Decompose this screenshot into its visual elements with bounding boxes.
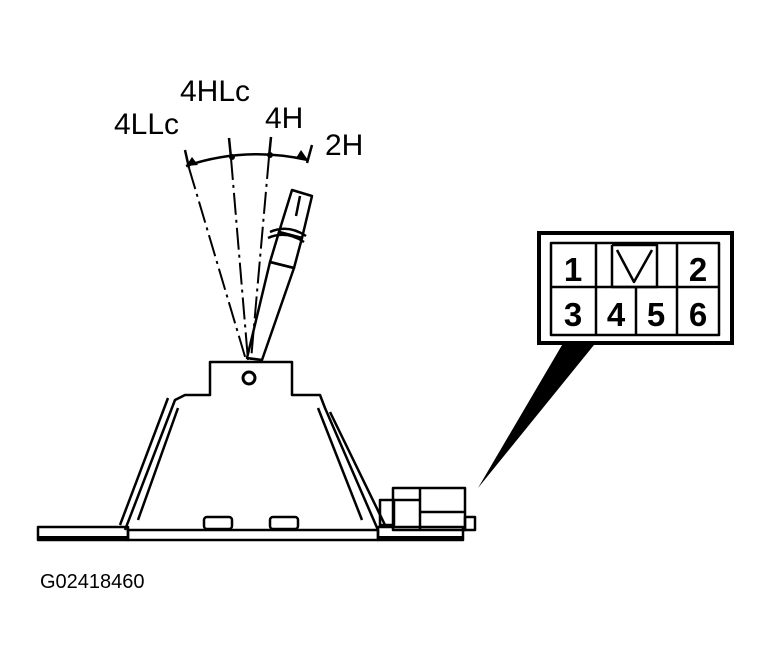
pin-2: 2 <box>689 251 707 288</box>
tick-4h <box>267 136 273 158</box>
connector-callout <box>478 340 598 488</box>
pin-1: 1 <box>564 251 582 288</box>
housing-slot-right <box>268 515 300 531</box>
tick-4hlc <box>227 137 233 159</box>
tick-2h <box>305 144 314 164</box>
side-connector <box>378 486 477 532</box>
connector-face: 1 2 3 4 5 6 <box>537 231 734 345</box>
pin-6: 6 <box>689 296 707 333</box>
line-4llc <box>188 167 247 361</box>
arc-arrowhead-right <box>296 150 308 160</box>
figure-id: G02418460 <box>40 571 145 593</box>
pin-4: 4 <box>607 296 626 333</box>
lever-position-lines <box>188 156 270 361</box>
label-4hlc: 4HLc <box>180 75 250 108</box>
pivot-pin <box>241 370 257 386</box>
label-2h: 2H <box>325 129 363 162</box>
position-arc <box>185 152 309 168</box>
shift-lever <box>245 188 314 362</box>
label-4h: 4H <box>265 102 303 135</box>
tick-4llc <box>183 149 191 169</box>
switch-housing <box>118 360 387 531</box>
base-plate <box>36 525 465 542</box>
pin-5: 5 <box>647 296 665 333</box>
pin-3: 3 <box>564 296 582 333</box>
housing-slot-left <box>202 515 234 531</box>
label-4llc: 4LLc <box>114 108 179 141</box>
line-4hlc <box>230 157 249 361</box>
